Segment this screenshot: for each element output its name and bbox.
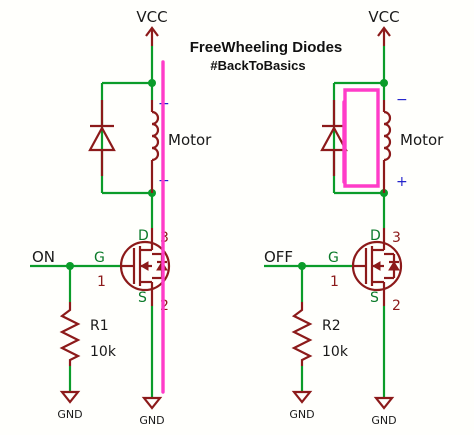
right-gate-label: G [328,250,339,266]
right-plus-sign: + [396,174,408,190]
right-motor-coil [382,100,392,193]
right-diode [320,100,348,176]
left-resistor-value: 10k [90,344,117,360]
left-source-gnd-label: GND [139,414,164,427]
right-drain-label: D [370,228,381,244]
left-source-label: S [138,290,147,306]
left-motor-label: Motor [168,131,212,149]
right-minus-sign: − [396,92,408,108]
right-mosfet [351,228,403,306]
right-resistor [291,302,313,366]
right-resistor-value: 10k [322,344,349,360]
left-resistor-ref: R1 [90,318,109,334]
diagram-title: FreeWheeling Diodes [190,39,343,56]
right-pin1-label: 1 [330,274,339,290]
diagram-subtitle: #BackToBasics [210,58,305,73]
right-resistor-ref: R2 [322,318,341,334]
left-vcc-label: VCC [136,8,167,26]
left-source-ground-icon [141,396,163,410]
left-resistor [59,302,81,366]
left-resistor-gnd-label: GND [57,408,82,421]
left-input-label: ON [32,248,55,266]
right-source-ground-icon [373,396,395,410]
right-source-label: S [370,290,379,306]
right-motor-label: Motor [400,131,444,149]
left-circuit: VCC Motor + − [30,8,212,427]
right-pin2-label: 2 [392,298,401,314]
right-junction-top [380,79,388,87]
right-resistor-gnd-label: GND [289,408,314,421]
right-pin3-label: 3 [392,230,401,246]
right-freewheel-loop [343,88,380,188]
left-drain-label: D [138,228,149,244]
left-resistor-ground-icon [59,390,81,404]
left-junction-top [148,79,156,87]
right-vcc-label: VCC [368,8,399,26]
left-gate-label: G [94,250,105,266]
left-pin1-label: 1 [97,274,106,290]
right-source-gnd-label: GND [371,414,396,427]
left-diode [88,100,116,176]
right-resistor-ground-icon [291,390,313,404]
right-circuit: VCC Motor − + [264,8,444,427]
left-motor-coil [150,100,160,193]
right-input-label: OFF [264,248,293,266]
